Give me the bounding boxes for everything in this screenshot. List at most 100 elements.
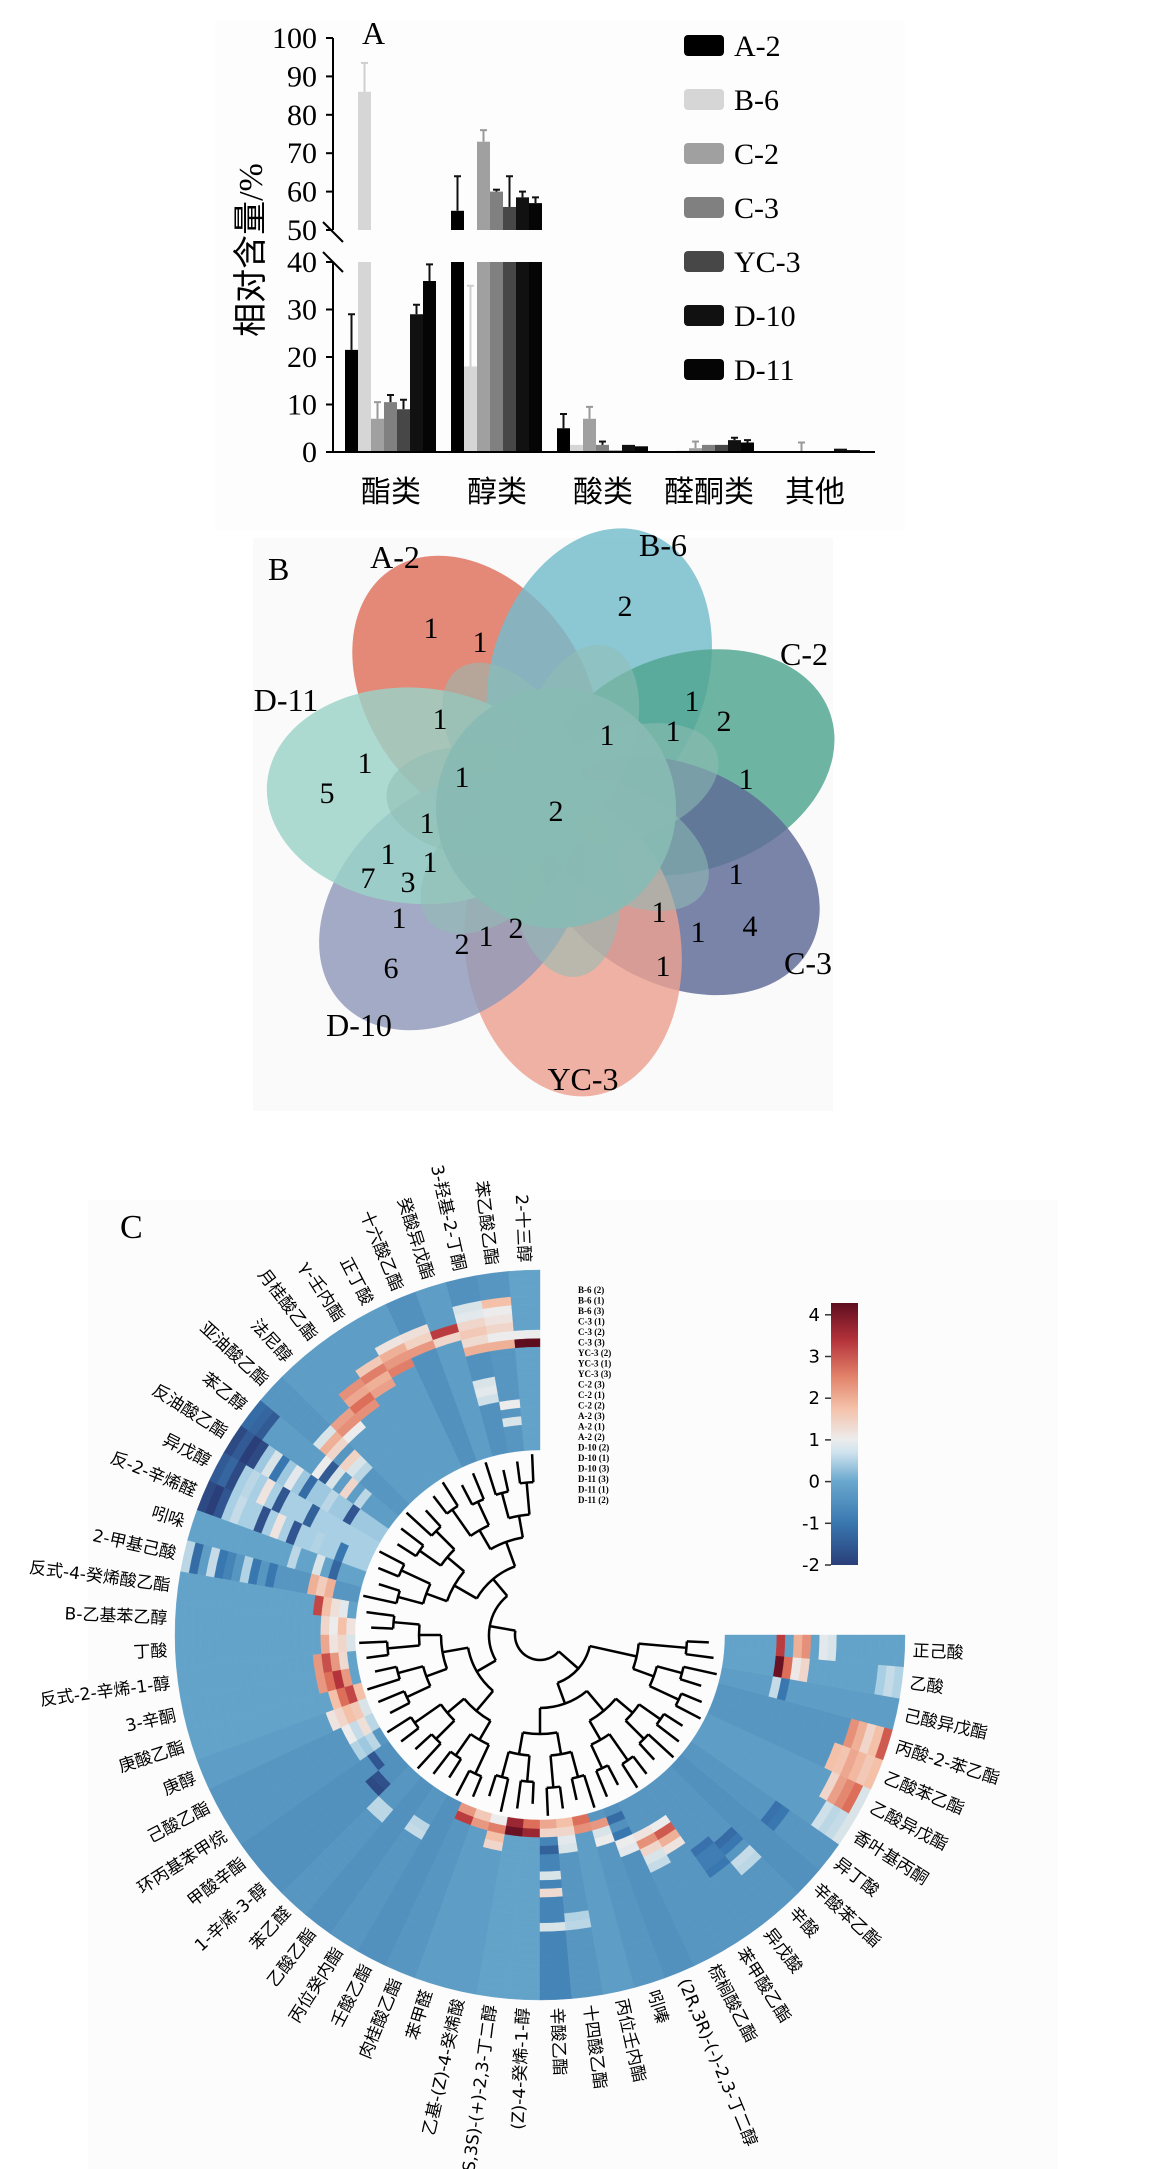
- venn-core: [436, 688, 676, 928]
- dendrogram-join: [508, 1750, 530, 1757]
- heatmap-cell: [732, 1634, 743, 1653]
- dendrogram-branch: [530, 1454, 535, 1483]
- y-tick-label: 10: [287, 389, 317, 422]
- legend-label: D-11: [734, 354, 795, 387]
- bar-D-10: [622, 444, 635, 452]
- y-tick-label: 70: [287, 137, 317, 170]
- dendrogram-branch: [632, 1667, 655, 1678]
- heatmap: [174, 1269, 906, 2001]
- sample-label: C-2 (3): [578, 1380, 605, 1390]
- sample-label: D-10 (3): [578, 1464, 609, 1474]
- sample-label: D-10 (2): [578, 1443, 609, 1453]
- colorbar-tick-label: -2: [802, 1555, 820, 1576]
- heatmap-cell: [277, 1611, 288, 1636]
- heatmap-cell: [513, 1921, 541, 1932]
- dendrogram-branch: [525, 1755, 531, 1782]
- dendrogram-branch: [556, 1682, 567, 1705]
- dendrogram-branch: [478, 1720, 492, 1741]
- panel-a-label: A: [362, 15, 385, 51]
- dendrogram-branch: [531, 1781, 535, 1804]
- heatmap-cell: [217, 1606, 228, 1636]
- dendrogram-branch: [638, 1642, 687, 1650]
- venn-region-count: 1: [600, 719, 615, 752]
- heatmap-cell: [724, 1634, 734, 1653]
- bar-D-10-lower: [516, 262, 529, 452]
- venn-region-count: 2: [618, 590, 633, 623]
- venn-set-label: C-3: [784, 945, 832, 981]
- bar-YC-3-lower: [503, 262, 516, 452]
- heatmap-cell: [539, 1887, 564, 1898]
- dendrogram-branch: [453, 1584, 478, 1600]
- dendrogram-branch: [558, 1786, 565, 1809]
- heatmap-cell: [518, 1389, 541, 1400]
- sample-label: C-2 (2): [578, 1401, 605, 1411]
- dendrogram-branch: [454, 1733, 472, 1757]
- dendrogram-branch: [455, 1770, 471, 1797]
- venn-region-count: 1: [691, 916, 706, 949]
- dendrogram-branch: [517, 1732, 525, 1755]
- heatmap-cell: [320, 1615, 331, 1636]
- compound-label: 丁酸: [133, 1641, 168, 1662]
- colorbar-tick-label: 3: [809, 1347, 820, 1368]
- dendrogram-branch: [557, 1650, 580, 1670]
- heatmap-cell: [518, 1870, 541, 1881]
- bar-D-11: [635, 446, 648, 452]
- bar-A-2-upper: [451, 210, 464, 230]
- dendrogram-branch: [606, 1764, 620, 1786]
- sample-label: A-2 (1): [578, 1422, 605, 1432]
- venn-region-count: 1: [729, 858, 744, 891]
- dendrogram-branch: [371, 1626, 394, 1630]
- dendrogram-branch: [432, 1495, 448, 1515]
- bar-chart-panel: A 相对含量/% 0102030405060708090100酯类醇类酸类醛酮类…: [215, 15, 905, 530]
- venn-set-label: D-11: [254, 682, 319, 718]
- dendrogram-branch: [378, 1582, 401, 1592]
- dendrogram-join: [421, 1583, 432, 1605]
- bar-A-2: [557, 428, 570, 452]
- bar-C-2: [583, 418, 596, 452]
- venn-region-count: 2: [549, 795, 564, 828]
- dendrogram-branch: [476, 1659, 497, 1673]
- bar-C-3: [702, 444, 715, 452]
- dendrogram-branch: [679, 1678, 702, 1688]
- heatmap-cell: [514, 1346, 541, 1357]
- venn-region-count: 1: [685, 685, 700, 718]
- heatmap-cell: [510, 1955, 541, 1966]
- compound-label: 乙酸: [909, 1674, 945, 1698]
- heatmap-cell: [539, 1861, 561, 1872]
- panel-b-label: B: [268, 551, 289, 587]
- sample-label: C-3 (3): [578, 1338, 605, 1348]
- heatmap-cell: [509, 1972, 541, 1984]
- bar-B-6: [570, 444, 583, 452]
- dendrogram-branch: [632, 1755, 648, 1775]
- heatmap-cell: [251, 1609, 262, 1636]
- venn-region-count: 2: [455, 928, 470, 961]
- venn-region-count: 1: [381, 838, 396, 871]
- bar-C-3-lower: [490, 262, 503, 452]
- heatmap-cell: [539, 1947, 569, 1958]
- dendrogram-join: [550, 1750, 572, 1757]
- bar-D-11-lower: [529, 262, 542, 452]
- y-tick-label: 80: [287, 99, 317, 132]
- sample-label: A-2 (3): [578, 1411, 605, 1421]
- dendrogram-branch: [583, 1774, 596, 1808]
- dendrogram-branch: [435, 1719, 456, 1740]
- dendrogram-branch: [446, 1697, 465, 1714]
- heatmap-cell: [243, 1634, 254, 1662]
- dendrogram-branch: [585, 1690, 605, 1712]
- heatmap-cell: [539, 1895, 564, 1906]
- legend-label: YC-3: [734, 246, 801, 279]
- heatmap-cell: [514, 1913, 541, 1924]
- dendrogram-branch: [366, 1653, 389, 1660]
- y-tick-label: 60: [287, 176, 317, 209]
- heatmap-cell: [539, 1955, 570, 1966]
- heatmap-cell: [522, 1432, 541, 1443]
- venn-region-count: 2: [717, 705, 732, 738]
- heatmap-cell: [877, 1634, 889, 1666]
- heatmap-cell: [311, 1614, 322, 1636]
- heatmap-cell: [539, 1836, 559, 1846]
- heatmap-cell: [539, 1819, 558, 1829]
- dendrogram-branch: [492, 1578, 509, 1597]
- bar-A-2: [345, 349, 358, 452]
- dendrogram-branch: [387, 1644, 420, 1650]
